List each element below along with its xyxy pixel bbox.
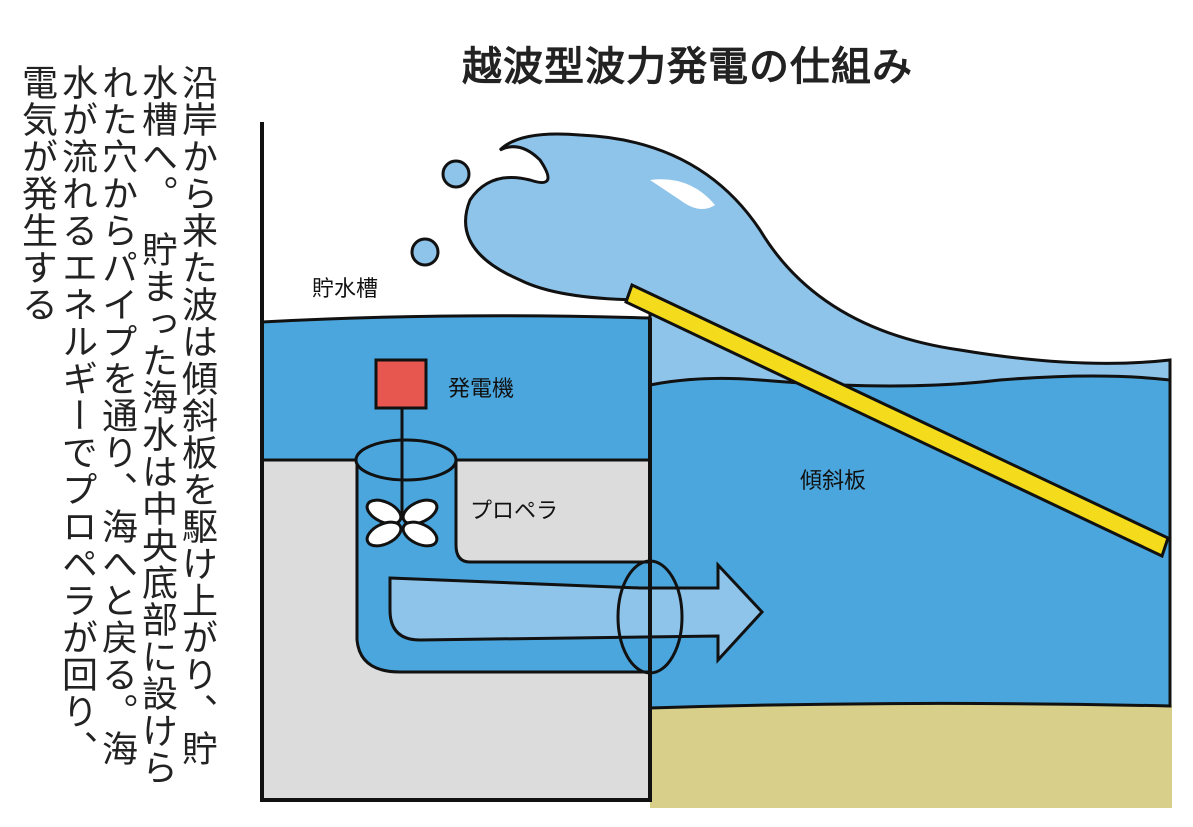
reservoir-water bbox=[262, 315, 650, 460]
description-column-3: れた穴からパイプを通り、海へと戻る。海 bbox=[96, 64, 137, 767]
propeller-icon bbox=[365, 498, 439, 548]
flow-arrow bbox=[388, 561, 765, 664]
slope-plate-label: 傾斜板 bbox=[800, 469, 866, 494]
spray-droplet bbox=[441, 159, 471, 189]
tank-wall bbox=[260, 122, 652, 802]
diagram-title: 越波型波力発電の仕組み bbox=[462, 44, 913, 90]
reservoir-label: 貯水槽 bbox=[312, 277, 378, 302]
slope-plate bbox=[624, 282, 1170, 559]
generator-label: 発電機 bbox=[448, 377, 514, 402]
wave-highlight bbox=[650, 179, 715, 209]
spray-droplet bbox=[410, 237, 440, 267]
description-column-1: 沿岸から来た波は傾斜板を駆け上がり、貯 bbox=[176, 64, 217, 767]
description-column-4: 水が流れるエネルギーでプロペラが回り、 bbox=[56, 64, 97, 767]
pipe-opening bbox=[354, 438, 458, 482]
sea-water bbox=[648, 374, 1172, 710]
seabed-sand bbox=[650, 703, 1172, 808]
description-column-2: 水槽へ。 貯まった海水は中央底部に設けら bbox=[136, 64, 177, 786]
description-column-5: 電気が発生する bbox=[16, 64, 57, 323]
propeller-label: プロペラ bbox=[470, 499, 558, 524]
generator-box bbox=[374, 358, 428, 410]
